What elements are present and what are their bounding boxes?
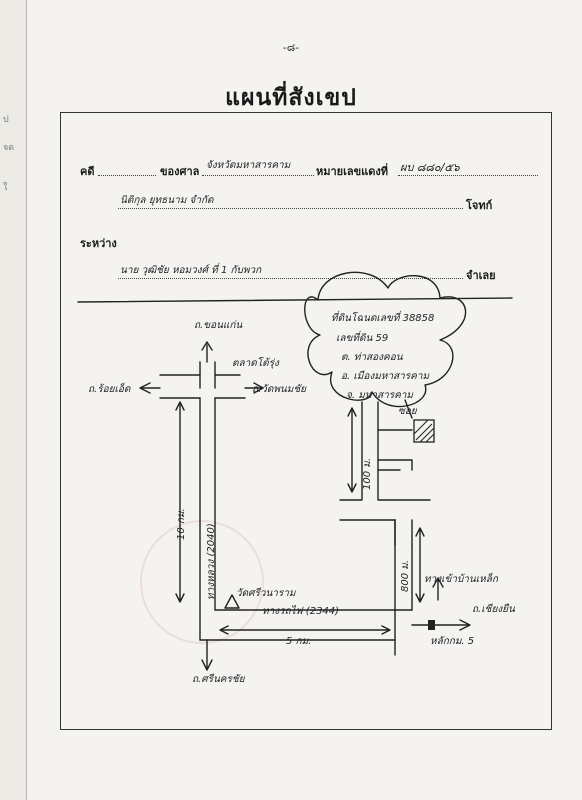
plaintiff-value: นิติกุล ยุทธนาม จำกัด (120, 195, 214, 206)
road-south-label: ถ.ศรีนครชัย (192, 674, 245, 685)
page-number: -๘- (282, 41, 300, 54)
land-parcel (413, 419, 435, 443)
dist-arrow-vertical (175, 401, 185, 603)
dist-arrow-bottom (219, 625, 391, 635)
temple-icon (224, 594, 240, 609)
cloud-line-4: อ. เมืองมหาสารคาม (341, 371, 430, 382)
lane-dist-arrow (347, 407, 357, 493)
km-marker-icon (428, 620, 435, 630)
road-north-arrow (201, 341, 213, 363)
page-title: แผนที่สังเขป (225, 85, 357, 111)
road-east-label: ถ.วัดพนมชัย (252, 384, 307, 395)
land-cloud (304, 271, 467, 408)
margin-mark: ใ (3, 183, 8, 193)
right-road-label: ถ.เชียงยืน (472, 604, 515, 615)
court-value: จังหวัดมหาสารคาม (206, 160, 291, 171)
land-pointer (404, 399, 413, 419)
railway-label: ทางรถไฟ (2344) (262, 606, 340, 617)
road-north-label: ถ.ขอนแก่น (194, 320, 243, 331)
km-marker-label: หลักกม. 5 (430, 636, 475, 647)
previous-page-edge: ป จด ใ (0, 0, 27, 800)
map-frame (60, 112, 552, 730)
defendant-label: จำเลย (466, 269, 496, 282)
market-label: ตลาดโต้รุ่ง (232, 358, 279, 369)
side-dist-arrow (415, 527, 425, 603)
road-south-arrow (201, 639, 213, 671)
road-east-arrow (244, 382, 264, 394)
faded-stamp (140, 520, 264, 644)
case-field-line (98, 175, 156, 176)
dist-bottom-label: 5 กม. (286, 636, 312, 647)
red-number-value: ผบ ๘๘๐/๕๖ (400, 161, 460, 174)
divider-line (77, 297, 513, 303)
lane-right (377, 401, 431, 546)
lane-left (339, 401, 396, 521)
case-label: คดี (80, 165, 95, 178)
steel-entrance-label: ทางเข้าบ้านเหล็ก (424, 574, 498, 585)
between-label: ระหว่าง (80, 237, 117, 250)
corner-label: ซอย (398, 406, 417, 417)
margin-mark: จด (3, 143, 15, 153)
court-field-line (202, 175, 314, 176)
defendant-field-line (118, 278, 463, 279)
side-dist-label: 800 ม. (400, 559, 411, 592)
dist-north-south-label: 10 กม. (176, 508, 187, 540)
steel-arrow (432, 577, 444, 601)
temple-label: วัดศรีวนาราม (236, 588, 296, 599)
cloud-line-2: เลขที่ดิน 59 (336, 333, 389, 344)
defendant-value: นาย วุฒิชัย หอมวงศ์ ที่ 1 กับพวก (120, 265, 262, 276)
plaintiff-label: โจทก์ (466, 199, 493, 212)
red-number-label: หมายเลขแดงที่ (316, 165, 388, 178)
road-north-south (199, 361, 216, 389)
road-west-arrow (139, 382, 161, 394)
court-label: ของศาล (160, 165, 200, 178)
plaintiff-field-line (118, 208, 463, 209)
red-number-field-line (398, 175, 538, 176)
lane-upper (377, 429, 413, 471)
road-bottom-end (411, 619, 471, 631)
cloud-line-1: ที่ดินโฉนดเลขที่ 38858 (331, 313, 435, 324)
lane-dist-label: 100 ม. (362, 457, 373, 490)
cloud-line-5: จ. มหาสารคาม (346, 390, 414, 401)
road-west-east (159, 374, 246, 399)
cloud-line-3: ต. ท่าสองคอน (341, 352, 403, 363)
road-west-label: ถ.ร้อยเอ็ด (88, 384, 131, 395)
highway-label: ทางหลวง (2040) (206, 523, 217, 600)
margin-mark: ป (3, 115, 9, 125)
